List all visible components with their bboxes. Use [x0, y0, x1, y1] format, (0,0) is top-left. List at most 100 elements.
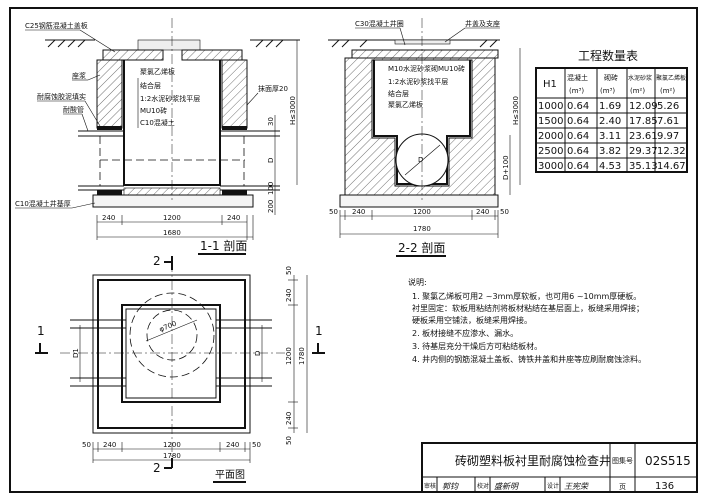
table-cell: 3.11 [599, 131, 621, 142]
svg-text:50: 50 [252, 441, 261, 449]
note-line: 4. 井内侧的钢筋混凝土盖板、铸铁井盖和井座等应刷耐腐蚀涂料。 [412, 354, 646, 364]
base-slab-2 [339, 194, 499, 208]
note-line: 硬板采用空铺法，板缝采用焊接。 [412, 315, 532, 325]
inner-wall [121, 304, 221, 403]
well-ring [351, 49, 499, 59]
svg-text:1200: 1200 [285, 347, 293, 365]
manhole-frame [137, 39, 201, 51]
dimensions-1-1: 240 1200 240 1680 H≤3000 30 D 100 200 [96, 40, 298, 240]
svg-text:H1: H1 [543, 79, 557, 90]
section-1-1: C25钢筋混凝土盖板 座浆 耐腐蚀胶泥填实 耐酸管 C10混凝土井基厚 抹面厚2… [15, 18, 300, 255]
base-slab [92, 194, 254, 208]
svg-text:240: 240 [227, 214, 240, 222]
manhole-cover [394, 39, 451, 45]
note-line: 衬里固定：软板用粘结剂将板材粘结在基层面上，板缝采用焊接； [412, 303, 644, 313]
svg-text:(m³): (m³) [569, 87, 584, 95]
svg-text:1200: 1200 [163, 441, 181, 449]
table-cell: 1000 [538, 101, 563, 112]
wall-right [221, 59, 248, 129]
table-cell: 2.40 [599, 116, 621, 127]
table-cell: 0.64 [567, 101, 589, 112]
svg-text:100: 100 [267, 182, 275, 195]
svg-text:30: 30 [267, 117, 275, 126]
svg-text:50: 50 [285, 436, 293, 445]
svg-text:50: 50 [285, 266, 293, 275]
svg-text:1200: 1200 [413, 208, 431, 216]
svg-text:H≤3000: H≤3000 [512, 96, 520, 125]
svg-text:240: 240 [102, 214, 115, 222]
svg-text:图集号: 图集号 [612, 456, 633, 465]
label-grout: 座浆 [72, 71, 86, 80]
label-base: C10混凝土井基厚 [15, 199, 71, 208]
svg-text:50: 50 [500, 208, 509, 216]
svg-text:聚氯乙烯板: 聚氯乙烯板 [140, 67, 175, 76]
svg-text:1200: 1200 [163, 214, 181, 222]
table-cell: 14.67 [657, 161, 686, 172]
svg-text:1780: 1780 [298, 347, 306, 365]
base-outline [92, 274, 251, 434]
svg-text:砌砖: 砌砖 [604, 73, 618, 82]
svg-text:1:2水泥砂浆找平层: 1:2水泥砂浆找平层 [140, 94, 200, 103]
svg-text:设计: 设计 [547, 482, 559, 490]
dimensions-plan: 50 240 1200 240 50 1780 50 240 1200 240 … [82, 266, 308, 463]
note-line: 1. 聚氯乙烯板可用2 ~3mm厚软板，也可用6 ~10mm厚硬板。 [412, 291, 641, 301]
table-cell: 1500 [538, 116, 563, 127]
svg-text:水泥砂浆: 水泥砂浆 [628, 74, 652, 82]
svg-text:1780: 1780 [413, 225, 431, 233]
quantity-table: 工程数量表 H1 混凝土 (m³) 砌砖 (m³) 水泥砂浆 (m²) 聚氯乙烯… [535, 48, 688, 173]
table-cell: 12.32 [657, 146, 686, 157]
table-cell: 35.13 [629, 161, 658, 172]
table-header: H1 混凝土 (m³) 砌砖 (m³) 水泥砂浆 (m²) 聚氯乙烯板 (m²) [543, 73, 686, 95]
table-cell: 5.26 [657, 101, 679, 112]
plan-view: φ700 D1 D 1 1 2 2 50 240 1200 240 50 [35, 254, 325, 483]
svg-text:审核: 审核 [424, 482, 436, 490]
title-block: 砖砌塑料板衬里耐腐蚀检查井 图集号 02S515 页 136 审核 郭钧 校对 … [421, 442, 698, 493]
svg-text:1:2水泥砂浆找平层: 1:2水泥砂浆找平层 [388, 77, 448, 86]
svg-text:结合层: 结合层 [388, 89, 409, 98]
cover-slab-right [181, 49, 243, 61]
section-1-1-title: 1-1 剖面 [200, 239, 247, 253]
svg-text:240: 240 [285, 289, 293, 302]
svg-text:C10混凝土: C10混凝土 [140, 118, 175, 127]
svg-text:校对: 校对 [477, 482, 489, 490]
table-cell: 12.09 [629, 101, 658, 112]
table-cell: 4.53 [599, 161, 621, 172]
svg-text:D1: D1 [72, 348, 80, 358]
table-cell: 0.64 [567, 161, 589, 172]
svg-text:50: 50 [82, 441, 91, 449]
svg-text:1680: 1680 [163, 229, 181, 237]
atlas-number: 02S515 [645, 454, 691, 468]
signature-review: 郭钧 [442, 482, 459, 491]
svg-text:(m³): (m³) [600, 87, 615, 95]
table-cell: 0.64 [567, 131, 589, 142]
section-2-2: D C30混凝土井圈 井盖及支座 M10水泥砂浆砌MU10砖 1:2水泥砂浆找平… [328, 18, 521, 257]
svg-text:页: 页 [619, 483, 626, 491]
table-cell: 3000 [538, 161, 563, 172]
svg-text:结合层: 结合层 [140, 81, 161, 90]
table-cell: 3.82 [599, 146, 621, 157]
svg-text:H≤3000: H≤3000 [289, 96, 297, 125]
signature-check: 盛新明 [494, 482, 520, 491]
svg-text:MU10砖: MU10砖 [140, 106, 167, 115]
layer-labels: 聚氯乙烯板 结合层 1:2水泥砂浆找平层 MU10砖 C10混凝土 [137, 67, 200, 128]
svg-text:聚氯乙烯板: 聚氯乙烯板 [656, 74, 686, 82]
cut-1-right: 1 [315, 324, 323, 338]
label-ring: C30混凝土井圈 [355, 19, 404, 28]
svg-text:240: 240 [352, 208, 365, 216]
notes-heading: 说明: [408, 277, 427, 287]
table-cell: 29.37 [629, 146, 658, 157]
table-cell: 7.61 [657, 116, 679, 127]
ground-hatch-right [255, 39, 284, 48]
svg-text:D+100: D+100 [502, 155, 510, 180]
label-filler: 耐腐蚀胶泥填实 [37, 92, 86, 101]
dimensions-2-2: 50 240 1200 240 50 1780 H≤3000 D+100 [329, 48, 521, 238]
svg-text:D: D [418, 156, 423, 164]
cut-2-top: 2 [153, 254, 161, 268]
table-title: 工程数量表 [578, 48, 638, 63]
svg-text:聚氯乙烯板: 聚氯乙烯板 [388, 100, 423, 109]
svg-text:200: 200 [267, 200, 275, 213]
cut-1-left: 1 [37, 324, 45, 338]
table-cell: 1.69 [599, 101, 621, 112]
